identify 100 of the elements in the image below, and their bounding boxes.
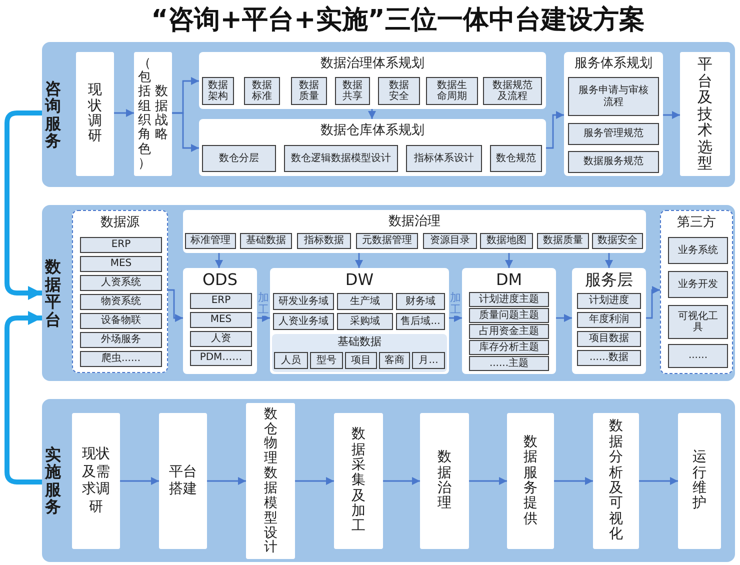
item-text: 计划进度主题 — [479, 294, 539, 306]
item-box — [335, 77, 370, 105]
item-text: 售后域... — [400, 316, 440, 328]
item-box — [80, 351, 162, 367]
step-text: 数据采集及加工 — [352, 427, 366, 535]
arrow — [546, 111, 564, 149]
planning-panel — [564, 52, 663, 176]
item-box — [577, 331, 641, 347]
item-text: 客商 — [384, 354, 404, 366]
item-text: 外场服务 — [101, 334, 141, 346]
panel-title: DM — [496, 270, 522, 290]
item-text: 资源目录 — [430, 235, 470, 247]
item-box — [469, 356, 549, 371]
arrow — [505, 253, 513, 268]
item-box — [469, 324, 549, 339]
layer-panel — [183, 268, 257, 374]
item-text: ......主题 — [489, 358, 529, 370]
item-text: 数仓逻辑数据模型设计 — [291, 152, 391, 164]
item-box — [592, 233, 643, 249]
item-box — [668, 271, 728, 298]
arrow — [355, 253, 363, 268]
item-box — [190, 312, 252, 328]
panel-title: ODS — [202, 270, 238, 290]
item-text: 数据架构 — [208, 80, 228, 102]
item-text: 数据标准 — [252, 80, 272, 102]
item-box — [244, 77, 280, 105]
panel-title: 服务体系规划 — [574, 56, 652, 72]
item-text: 计划进度 — [589, 295, 629, 307]
item-box — [297, 233, 351, 249]
item-box — [423, 233, 477, 249]
item-box — [577, 312, 641, 328]
item-box — [469, 308, 549, 323]
arrow — [663, 111, 680, 119]
item-text: 设备物联 — [101, 315, 141, 327]
item-box — [469, 292, 549, 307]
item-text: 数据生命周期 — [437, 80, 467, 102]
item-box — [345, 352, 377, 369]
item-text: 财务域 — [406, 296, 436, 308]
item-box — [577, 293, 641, 309]
dashed-panel — [72, 210, 168, 373]
arrow — [605, 253, 613, 268]
panel-title: 基础数据 — [338, 335, 382, 348]
item-box — [396, 313, 445, 330]
item-text: 生产域 — [350, 296, 380, 308]
arrow — [646, 286, 660, 319]
item-box — [426, 77, 478, 105]
arrow — [207, 477, 246, 485]
step-box — [507, 413, 554, 549]
item-box — [80, 332, 162, 348]
service-band — [42, 399, 735, 562]
item-text: 基础数据 — [246, 235, 286, 247]
panel-title: DW — [345, 270, 374, 290]
item-text: 数仓规范 — [496, 152, 536, 164]
edge-label: 加工 — [450, 292, 461, 316]
item-text: 数据共享 — [342, 80, 362, 102]
item-text: 项目数据 — [589, 333, 629, 345]
step-box — [159, 413, 207, 549]
item-box — [273, 293, 334, 310]
arrow — [257, 314, 270, 322]
item-text: 服务申请与审核流程 — [578, 85, 648, 108]
step-box — [72, 413, 120, 549]
item-text: 数据安全 — [389, 80, 409, 102]
panel-title: 第三方 — [677, 215, 716, 231]
arrow — [295, 477, 334, 485]
item-text: 爬虫...... — [101, 353, 141, 365]
step-text: 数据治理 — [438, 450, 452, 512]
item-box — [190, 331, 252, 347]
item-box — [337, 293, 393, 310]
layer-panel — [462, 268, 556, 374]
item-text: 人资 — [211, 333, 231, 345]
item-box — [480, 233, 533, 249]
layer-panel — [572, 268, 646, 374]
panel-title: 数据仓库体系规划 — [320, 123, 424, 139]
item-text: PDM…… — [200, 352, 242, 364]
item-box — [668, 344, 728, 368]
arrow — [449, 314, 462, 322]
item-text: 人员 — [281, 354, 301, 366]
item-box — [412, 352, 445, 369]
arrow — [168, 289, 183, 322]
panel-title: 数据治理 — [388, 214, 440, 230]
item-box — [185, 233, 236, 249]
item-text: 数据规范及流程 — [492, 80, 532, 102]
step-text: 现状及需求调研 — [82, 446, 110, 516]
item-box — [310, 352, 343, 369]
item-text: 数据地图 — [486, 235, 526, 247]
item-box — [202, 145, 276, 172]
diagram-title: “咨询+平台+实施”三位一体中台建设方案 — [151, 4, 645, 37]
item-box — [537, 233, 589, 249]
arrow — [368, 109, 376, 119]
item-box — [378, 77, 420, 105]
planning-panel — [199, 119, 546, 176]
item-box — [80, 313, 162, 329]
item-box — [190, 350, 252, 366]
arrow — [172, 112, 199, 152]
item-box — [668, 305, 728, 339]
item-box — [568, 151, 659, 173]
item-text: 月... — [418, 354, 438, 366]
item-text: 人资业务域 — [278, 316, 328, 328]
arrow — [120, 477, 159, 485]
item-text: 指标体系设计 — [414, 152, 474, 164]
